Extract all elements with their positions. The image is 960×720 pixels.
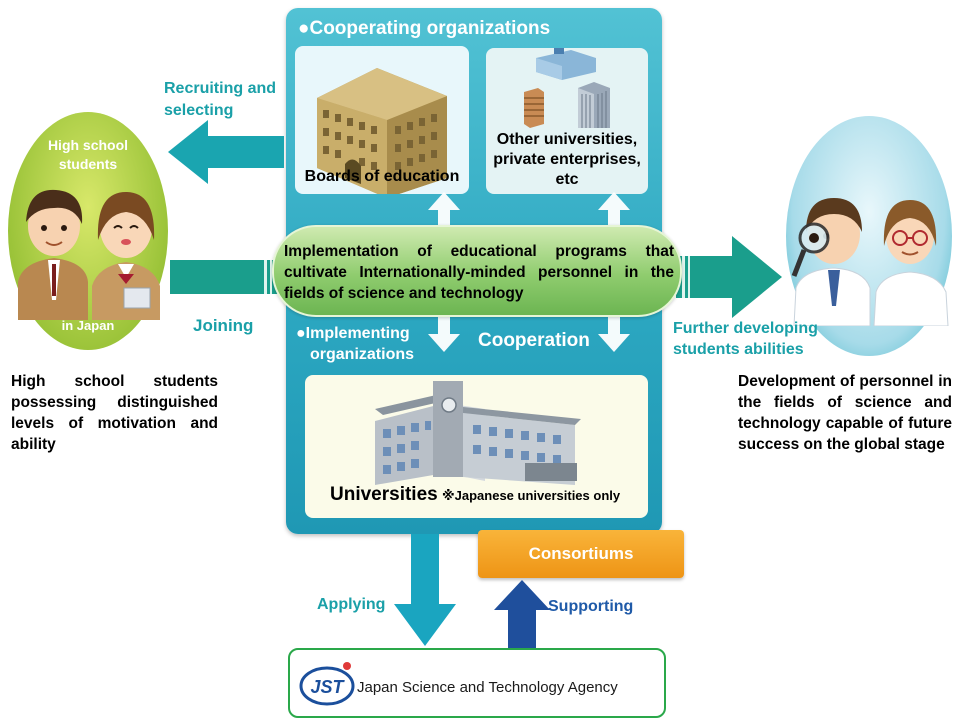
supporting-arrow	[494, 580, 550, 648]
jst-logo-icon: JST	[299, 662, 355, 706]
school-building-icon	[317, 68, 447, 198]
personnel-development-description: Development of personnel in the fields o…	[738, 373, 952, 453]
cooperating-organizations-title: ●Cooperating organizations	[298, 18, 551, 39]
educational-program-text: Implementation of educational programs t…	[284, 243, 674, 302]
hs-line-2: students	[58, 156, 118, 172]
other-universities-label: Other universities, private enterprises,…	[486, 130, 648, 190]
students-illustration-icon	[18, 189, 160, 320]
boards-of-education-label: Boards of education	[304, 168, 460, 185]
joining-label: Joining	[193, 316, 254, 335]
implementing-organizations-title: ●Implementing organizations	[296, 323, 414, 365]
recruit-line-2: selecting	[164, 102, 234, 119]
recruiting-arrow	[168, 120, 284, 184]
develop-line-1: Further developing	[673, 320, 818, 337]
jst-agency-box	[288, 648, 666, 718]
japanese-universities-note: ※Japanese universities only	[442, 488, 621, 503]
develop-line-2: students abilities	[673, 341, 804, 358]
further-developing-label: Further developing students abilities	[673, 318, 818, 360]
other-line-2: private enterprises,	[493, 151, 641, 168]
recruiting-selecting-label: Recruiting and selecting	[164, 78, 276, 122]
applying-label: Applying	[317, 596, 386, 613]
educational-program-box	[272, 225, 682, 317]
jst-logo-text: JST	[310, 677, 345, 697]
cooperation-label: Cooperation	[478, 330, 590, 351]
other-line-1: Other universities,	[496, 131, 638, 148]
researchers-illustration-icon	[791, 198, 949, 326]
high-school-students-badge: High school students	[40, 136, 136, 174]
hs-line-1: High school	[47, 137, 129, 153]
universities-card	[305, 375, 648, 518]
joining-arrow	[170, 260, 278, 294]
implementing-line-2: organizations	[310, 346, 415, 363]
consortiums-label: Consortiums	[528, 544, 634, 563]
jst-agency-name: Japan Science and Technology Agency	[357, 679, 618, 696]
boards-of-education-card	[295, 46, 469, 198]
corporate-buildings-icon	[524, 48, 610, 132]
university-building-icon	[375, 381, 581, 485]
high-school-students-description: High school students possessing distingu…	[11, 373, 218, 453]
implementing-line-1: ●Implementing	[296, 325, 410, 342]
recruit-line-1: Recruiting and	[164, 80, 277, 97]
supporting-label: Supporting	[548, 598, 634, 615]
further-developing-arrow	[676, 236, 782, 318]
universities-label: Universities	[330, 484, 438, 505]
in-japan-label: in Japan	[61, 318, 115, 333]
other-line-3: etc	[555, 171, 579, 188]
consortiums-box	[478, 530, 684, 578]
applying-arrow	[394, 534, 456, 646]
other-universities-card	[486, 48, 648, 194]
